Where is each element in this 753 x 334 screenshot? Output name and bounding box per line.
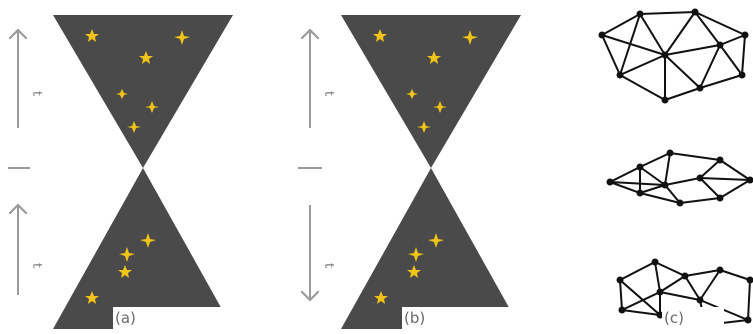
axis-label-t: t xyxy=(321,91,336,96)
panel-label-a: (a) xyxy=(113,307,235,329)
past-cone xyxy=(53,168,233,329)
axis-label-t: t xyxy=(29,91,44,96)
past-cone xyxy=(341,168,521,329)
network-middle xyxy=(607,150,753,207)
future-cone xyxy=(341,15,521,168)
axis-label-t: t xyxy=(29,263,44,268)
panel-a xyxy=(8,15,233,329)
panel-c xyxy=(599,9,753,329)
panel-label-b: (b) xyxy=(402,307,524,329)
network-top xyxy=(599,9,749,104)
panel-label-c: (c) xyxy=(662,307,724,329)
axis-label-t: t xyxy=(321,263,336,268)
panel-b xyxy=(298,15,521,329)
future-cone xyxy=(53,15,233,168)
